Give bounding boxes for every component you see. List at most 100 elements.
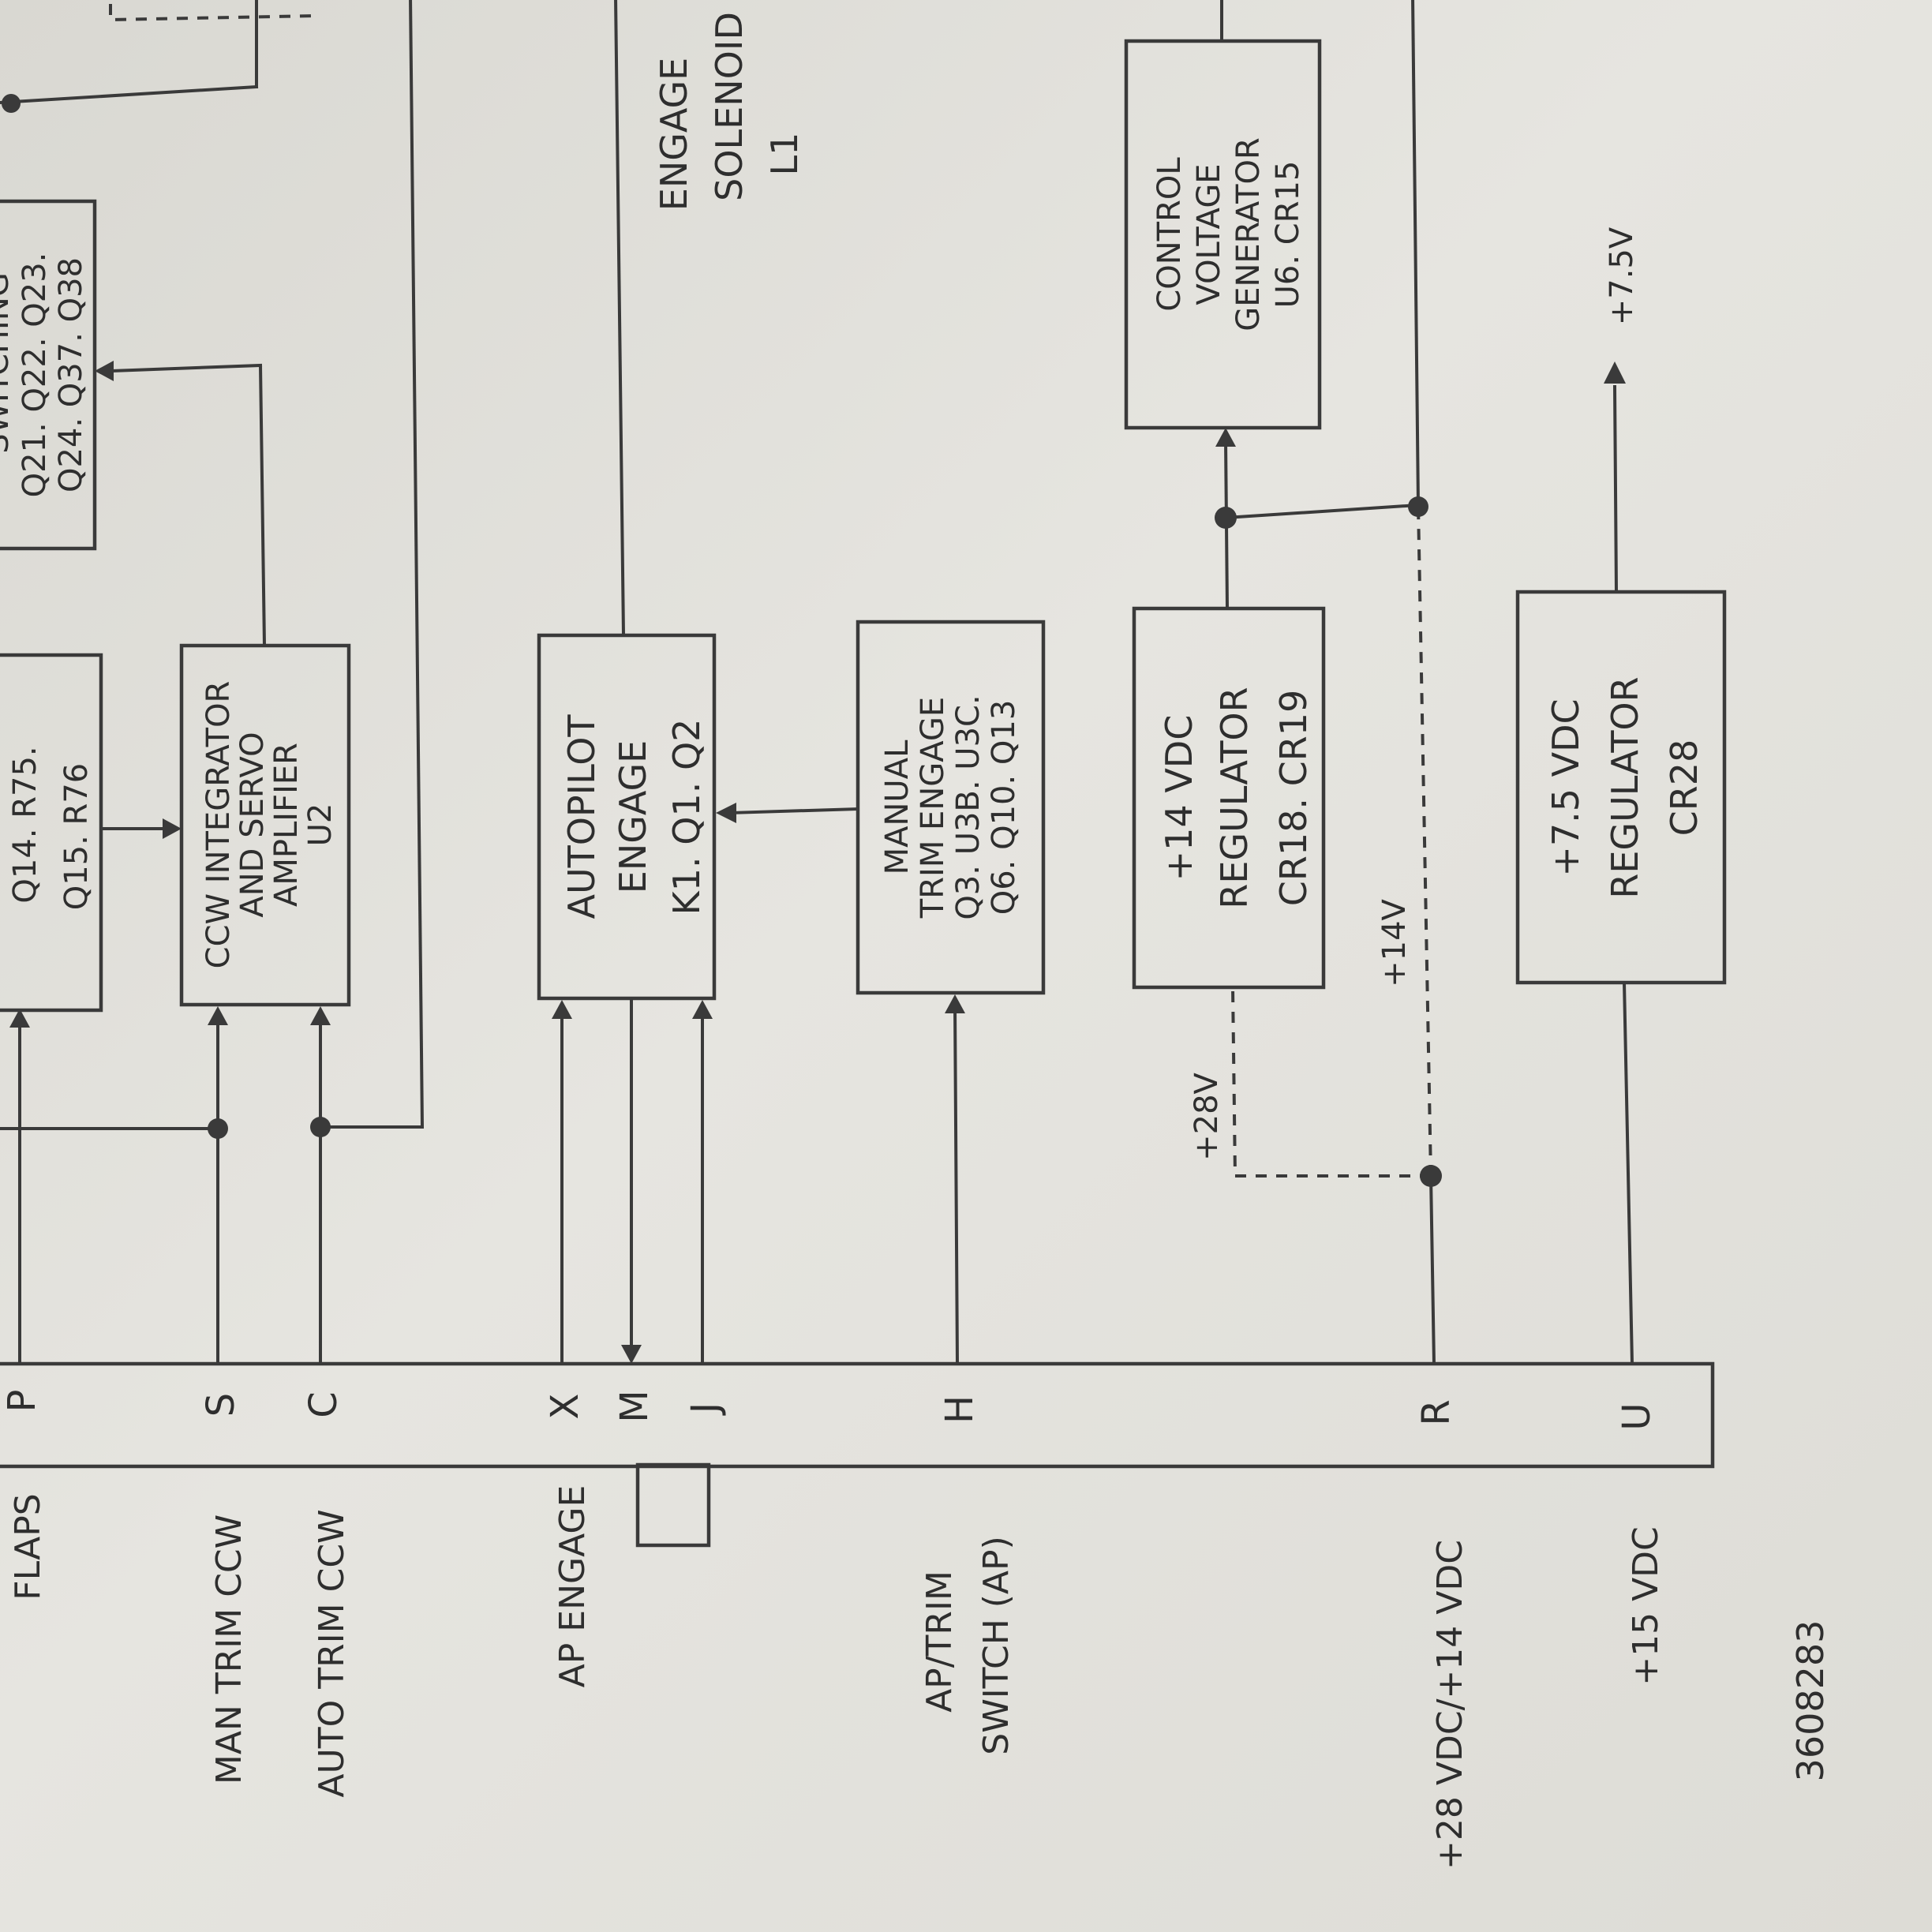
partial-top-line2: Q15. R76 — [58, 763, 95, 911]
ccw-line3: AMPLIFIER — [268, 743, 305, 907]
reg75-line1: +7.5 VDC — [1544, 698, 1587, 876]
input-ap-trim-switch-line2: SWITCH (AP) — [976, 1536, 1017, 1754]
partial-top-line1: Q14. R75. — [7, 746, 43, 903]
autopilot-line3: K1. Q1. Q2 — [665, 719, 708, 915]
autopilot-engage-block — [537, 633, 717, 1001]
control-voltage-generator-text: CONTROL VOLTAGE GENERATOR U6. CR15 — [1151, 137, 1306, 331]
input-ap-engage: AP ENGAGE — [552, 1485, 593, 1688]
pin-j: J — [683, 1402, 728, 1416]
engage-solenoid-line2: SOLENOID — [708, 12, 751, 201]
wire-to-engage-solenoid — [614, 0, 626, 638]
input-auto-trim-ccw: AUTO TRIM CCW — [312, 1509, 352, 1797]
pin-x: X — [543, 1394, 587, 1420]
arrow-c-to-ccw — [310, 1006, 331, 1025]
input-flaps: FLAPS — [8, 1493, 48, 1600]
junction-s — [208, 1118, 228, 1139]
wire-28v-dashed — [1231, 987, 1431, 1178]
arrow-h-to-manual — [945, 994, 965, 1013]
junction-r — [1420, 1165, 1442, 1187]
control-line3: GENERATOR — [1230, 137, 1267, 331]
input-labels: FLAPS MAN TRIM CCW AUTO TRIM CCW AP ENGA… — [8, 1485, 1666, 1870]
switching-block — [0, 199, 97, 551]
switching-line2: Q21. Q22. Q23. — [17, 253, 53, 498]
ccw-line2: AND SERVO — [234, 732, 271, 917]
autopilot-line1: AUTOPILOT — [560, 714, 603, 919]
reg14-line2: REGULATOR — [1213, 687, 1256, 908]
manual-trim-engage-text: MANUAL TRIM ENGAGE Q3. U3B. U3C. Q6. Q10… — [879, 695, 1022, 919]
engage-solenoid-line1: ENGAGE — [653, 58, 695, 212]
manual-line4: Q6. Q10. Q13 — [986, 700, 1022, 915]
pin-r: R — [1414, 1399, 1458, 1425]
switching-line3: Q24. Q37. Q38 — [53, 257, 89, 492]
label-7-5v: +7.5V — [1604, 227, 1640, 325]
input-man-trim-ccw: MAN TRIM CCW — [209, 1515, 249, 1784]
control-line2: VOLTAGE — [1191, 163, 1227, 305]
wire-manual-to-autopilot — [728, 807, 860, 815]
wire-ccw-to-switching — [258, 363, 267, 648]
input-15-vdc: +15 VDC — [1626, 1526, 1666, 1686]
wire-right-vert — [1411, 0, 1421, 507]
arrow-to-control-voltage — [1215, 428, 1236, 447]
wire-ccw-to-switching-h — [108, 363, 263, 373]
label-28v: +28V — [1189, 1072, 1225, 1160]
arrow-to-ccw-side — [163, 818, 182, 839]
pin-u: U — [1615, 1402, 1659, 1430]
arrow-manual-to-autopilot — [716, 803, 736, 823]
pin-m: M — [612, 1390, 657, 1422]
ccw-line4: U2 — [302, 803, 339, 847]
wire-top-dashed — [109, 4, 316, 22]
wire-top-left — [0, 84, 259, 105]
partial-top-block-text: Q14. R75. Q15. R76 — [7, 746, 95, 910]
wire-reg75-out — [1612, 384, 1619, 594]
input-ap-trim-switch-line1: AP/TRIM — [919, 1571, 960, 1713]
wire-14v-dashed — [1417, 504, 1432, 1177]
wire-u — [1622, 980, 1634, 1366]
regulator-14vdc-text: +14 VDC REGULATOR CR18. CR19 — [1158, 687, 1315, 908]
wire-r — [1428, 1174, 1436, 1366]
manual-line2: TRIM ENGAGE — [915, 697, 951, 919]
control-line1: CONTROL — [1151, 157, 1188, 312]
arrow-to-switching — [95, 361, 114, 381]
reg14-line3: CR18. CR19 — [1272, 690, 1315, 906]
input-28-14-vdc: +28 VDC/+14 VDC — [1430, 1540, 1470, 1870]
arrow-x-to-autopilot — [552, 1000, 572, 1019]
document-number: 3608283 — [1789, 1620, 1832, 1782]
pin-s: S — [199, 1393, 243, 1417]
regulator-7-5vdc-text: +7.5 VDC REGULATOR CR28 — [1544, 676, 1705, 898]
junction-reg14-out — [1215, 507, 1237, 529]
arrow-m-to-connector — [621, 1345, 642, 1364]
junction-c — [310, 1117, 331, 1137]
arrow-s-to-ccw — [208, 1006, 228, 1025]
ccw-integrator-text: CCW INTEGRATOR AND SERVO AMPLIFIER U2 — [200, 681, 339, 969]
label-14v: +14V — [1376, 898, 1413, 987]
pin-c: C — [301, 1391, 346, 1418]
arrow-7-5v-out — [1604, 361, 1626, 384]
autopilot-engage-text: AUTOPILOT ENGAGE K1. Q1. Q2 — [560, 714, 708, 919]
arrow-j-to-autopilot — [692, 1000, 713, 1019]
partial-top-block — [0, 653, 103, 1013]
control-line4: U6. CR15 — [1270, 161, 1306, 309]
reg75-line2: REGULATOR — [1604, 676, 1646, 898]
pin-p: P — [0, 1390, 44, 1413]
junction-top-left — [2, 94, 21, 113]
pin-h: H — [938, 1395, 982, 1424]
wire-h — [953, 1002, 960, 1366]
junction-14v-bus — [1408, 496, 1428, 517]
reg75-line3: CR28 — [1663, 739, 1705, 837]
wire-node-bus — [1223, 503, 1421, 520]
regulator-7-5vdc-block — [1515, 590, 1727, 985]
ccw-line1: CCW INTEGRATOR — [200, 681, 237, 969]
manual-line3: Q3. U3B. U3C. — [950, 695, 987, 919]
pin-labels: P S C X M J H R U — [0, 1390, 1659, 1431]
autopilot-line2: ENGAGE — [612, 740, 654, 894]
switching-block-text: SWITCHING Q21. Q22. Q23. Q24. Q37. Q38 — [0, 253, 89, 498]
manual-line1: MANUAL — [879, 739, 915, 874]
switching-line1: SWITCHING — [0, 272, 16, 454]
connector-strip — [0, 1361, 1715, 1469]
arrow-p-to-block — [9, 1009, 30, 1028]
connector-key-tab — [635, 1462, 711, 1548]
engage-solenoid-line3: L1 — [763, 133, 806, 176]
reg14-line1: +14 VDC — [1158, 715, 1200, 882]
wire-c-feedback — [409, 0, 425, 1129]
